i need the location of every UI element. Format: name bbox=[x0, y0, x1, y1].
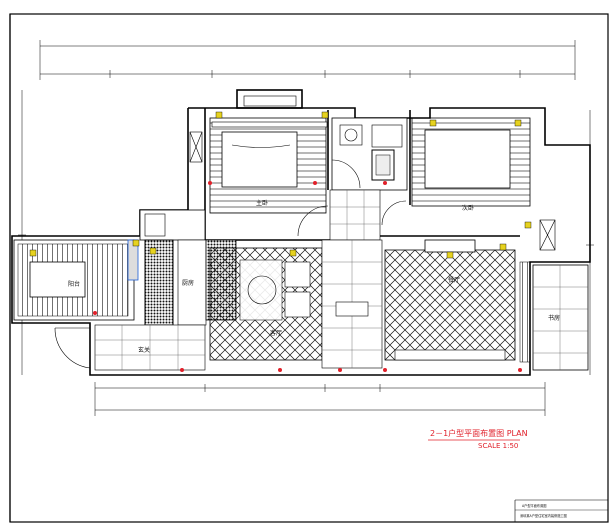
corridor-tiles bbox=[297, 189, 407, 241]
room-dining: 餐厅 bbox=[384, 239, 516, 361]
room-bedroom-left: 主卧 bbox=[189, 117, 328, 214]
label-bedroom-right: 次卧 bbox=[462, 204, 474, 212]
label-balcony: 阳台 bbox=[68, 280, 80, 288]
bay-window bbox=[236, 89, 303, 109]
electrical-markers bbox=[29, 111, 532, 372]
room-entry: 玄关 bbox=[54, 324, 206, 371]
plan-scale: SCALE 1:50 bbox=[478, 442, 518, 450]
title-block-line2: 深圳某A户型住宅室内装修施工图 bbox=[520, 513, 567, 518]
label-entry: 玄关 bbox=[138, 346, 150, 354]
plan-title: 2－1户型平面布置图 PLAN bbox=[430, 428, 528, 438]
sheet-title-block: A户型平面布置图 深圳某A户型住宅室内装修施工图 bbox=[514, 499, 608, 522]
room-balcony: 阳台 bbox=[13, 239, 139, 321]
room-bedroom-right: 次卧 bbox=[411, 117, 556, 251]
dimension-lines-bottom bbox=[94, 382, 546, 416]
room-study: 书房 bbox=[519, 261, 589, 371]
label-living: 客厅 bbox=[270, 329, 282, 337]
label-bedroom-left: 主卧 bbox=[256, 199, 268, 207]
title-block-line1: A户型平面布置图 bbox=[522, 503, 547, 508]
center-floor-tiles bbox=[321, 239, 383, 369]
plan-title-block: 2－1户型平面布置图 PLAN SCALE 1:50 bbox=[428, 428, 528, 450]
sheet-frame bbox=[9, 13, 609, 523]
label-study: 书房 bbox=[548, 314, 560, 322]
room-kitchen: 厨房 bbox=[139, 209, 207, 326]
label-kitchen: 厨房 bbox=[182, 279, 194, 287]
dimension-lines-top bbox=[39, 40, 576, 80]
room-bathroom bbox=[331, 117, 408, 191]
label-dining: 餐厅 bbox=[448, 276, 460, 284]
room-living: 客厅 bbox=[209, 247, 323, 361]
